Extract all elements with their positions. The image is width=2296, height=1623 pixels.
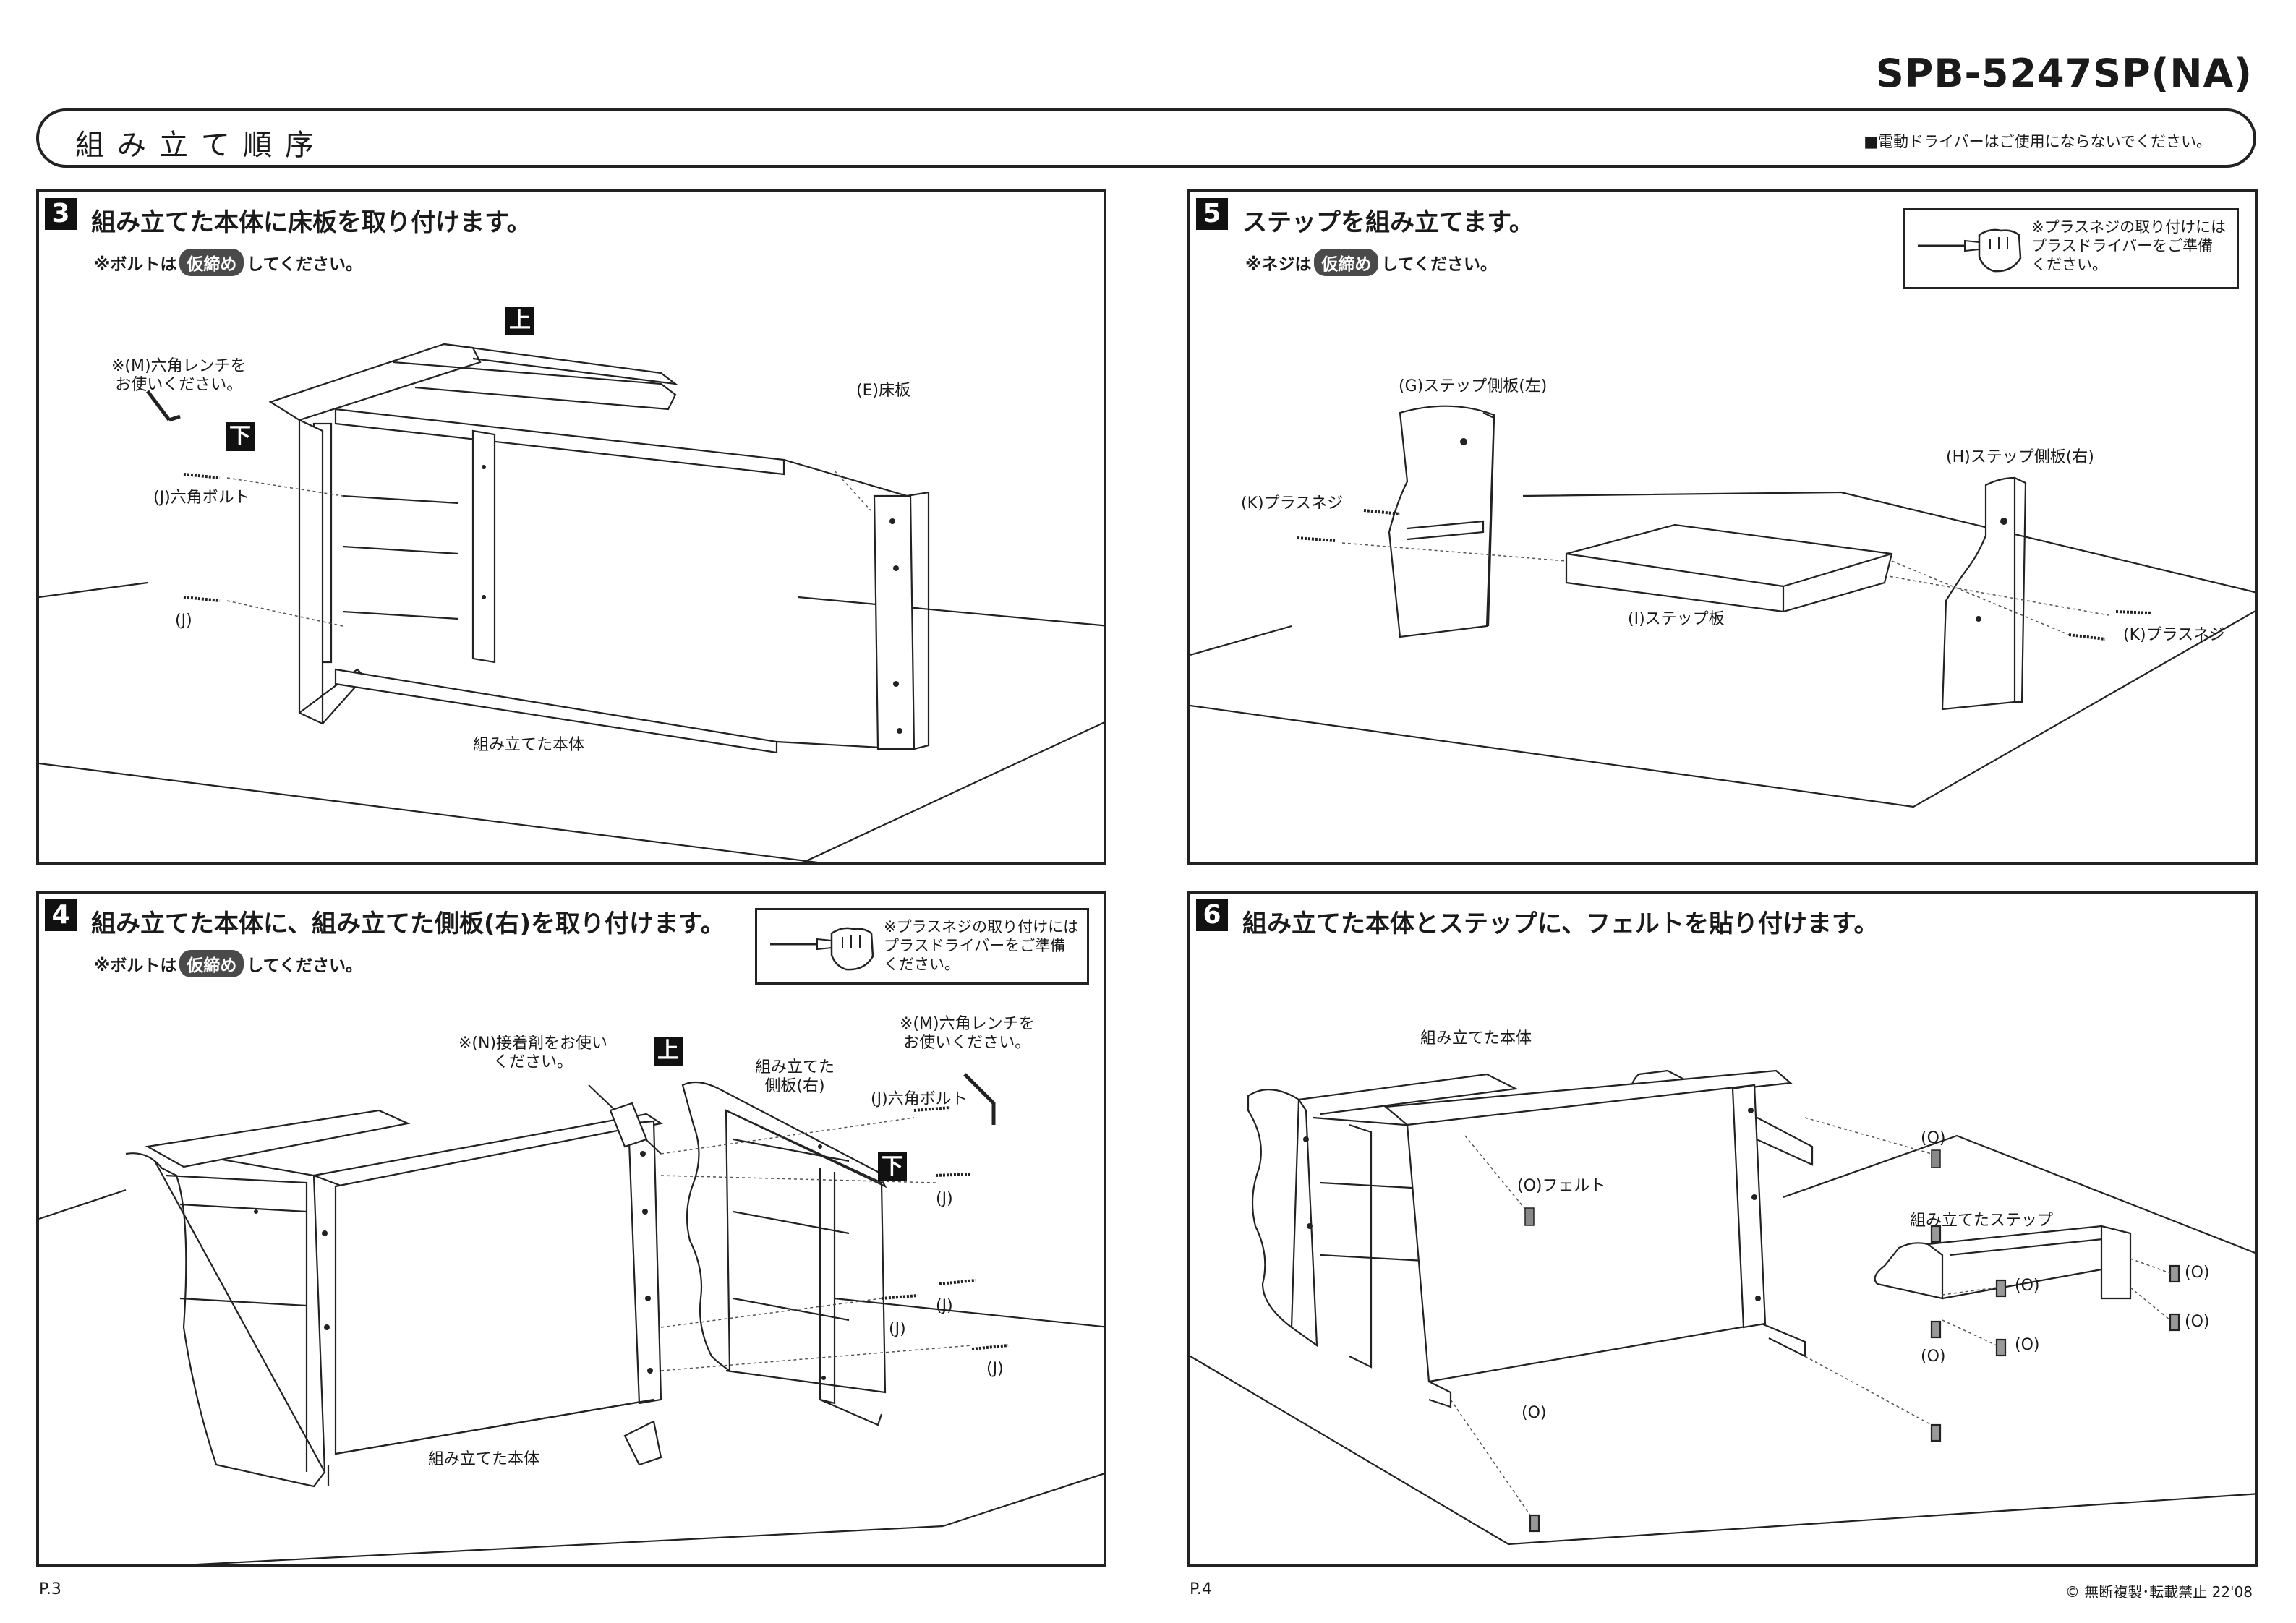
felt-label-2: (O) <box>2015 1277 2040 1295</box>
step-5-panel: 5 ステップを組み立てます。 ※ネジは仮締めしてください。 ※プラスネジの取り付… <box>1187 189 2258 865</box>
felt-label-7: (O) <box>1522 1404 1547 1422</box>
temporary-tighten-badge: 仮締め <box>179 950 244 977</box>
model-number: SPB-5247SP(NA) <box>1875 51 2253 96</box>
bolt-j-label-1: (J) <box>936 1190 953 1208</box>
wrench-note: ※(M)六角レンチを お使いください。 <box>900 1015 1035 1052</box>
top-marker: 上 <box>505 307 534 335</box>
screwdriver-tip-box: ※プラスネジの取り付けには プラスドライバーをご準備 ください。 <box>755 908 1089 985</box>
felt-label: (O)フェルト <box>1517 1177 1606 1195</box>
step-6-illustration <box>1190 1069 2255 1546</box>
step-5-illustration <box>1190 405 2255 808</box>
step-3-title: 組み立てた本体に床板を取り付けます。 <box>91 208 532 237</box>
screwdriver-tip-box: ※プラスネジの取り付けには プラスドライバーをご準備 ください。 <box>1903 208 2239 289</box>
page-number-left: P.3 <box>39 1580 61 1598</box>
assembled-body-label: 組み立てた本体 <box>1420 1029 1532 1048</box>
felt-label-3: (O) <box>2015 1336 2040 1354</box>
top-marker: 上 <box>654 1037 683 1066</box>
bolt-j-label: (J) <box>175 612 192 630</box>
step-5-title: ステップを組み立てます。 <box>1242 208 1534 237</box>
phillips-screw-right-label: (K)プラスネジ <box>2123 626 2226 644</box>
wrench-note: ※(M)六角レンチを お使いください。 <box>111 357 247 394</box>
note-suffix: してください。 <box>247 255 362 274</box>
header-bar: 組み立て順序 ■電動ドライバーはご使用にならないでください。 <box>36 108 2256 168</box>
note-prefix: ※ボルトは <box>94 956 177 975</box>
step-3-note: ※ボルトは仮締めしてください。 <box>94 249 362 276</box>
step-3-illustration <box>39 343 1104 862</box>
hex-bolt-label: (J)六角ボルト <box>153 489 250 507</box>
step-6-title: 組み立てた本体とステップに、フェルトを貼り付けます。 <box>1242 909 1879 938</box>
hex-bolt-label: (J)六角ボルト <box>871 1090 968 1108</box>
step-side-right-label: (H)ステップ側板(右) <box>1946 448 2094 466</box>
screwdriver-tip-text: ※プラスネジの取り付けには プラスドライバーをご準備 ください。 <box>2031 218 2227 273</box>
felt-label-4: (O) <box>2185 1264 2210 1282</box>
screwdriver-tip-text: ※プラスネジの取り付けには プラスドライバーをご準備 ください。 <box>884 918 1079 973</box>
note-prefix: ※ボルトは <box>94 255 177 274</box>
step-6-number: 6 <box>1196 899 1228 931</box>
felt-label-5: (O) <box>2185 1313 2210 1331</box>
step-4-title: 組み立てた本体に、組み立てた側板(右)を取り付けます。 <box>91 909 725 938</box>
step-3-panel: 3 組み立てた本体に床板を取り付けます。 ※ボルトは仮締めしてください。 ※(M… <box>36 189 1106 865</box>
step-4-illustration <box>39 1073 1104 1564</box>
step-3-number: 3 <box>45 198 77 230</box>
note-suffix: してください。 <box>247 956 362 975</box>
step-4-note: ※ボルトは仮締めしてください。 <box>94 950 362 977</box>
assembled-step-label: 組み立てたステップ <box>1910 1212 2054 1230</box>
phillips-screw-left-label: (K)プラスネジ <box>1241 494 1344 513</box>
felt-label-1: (O) <box>1921 1129 1946 1147</box>
temporary-tighten-badge: 仮締め <box>1314 249 1379 276</box>
bolt-j-label-4: (J) <box>986 1360 1004 1378</box>
step-board-label: (I)ステップ板 <box>1628 610 1725 628</box>
step-4-number: 4 <box>45 899 77 931</box>
page-number-right: P.4 <box>1190 1580 1212 1598</box>
assembled-body-label: 組み立てた本体 <box>428 1450 540 1468</box>
section-title: 組み立て順序 <box>75 129 327 162</box>
step-6-panel: 6 組み立てた本体とステップに、フェルトを貼り付けます。 組み立てた本体 (O)… <box>1187 891 2258 1567</box>
assembled-side-right-label: 組み立てた 側板(右) <box>755 1058 835 1095</box>
screwdriver-icon <box>1918 228 2022 273</box>
felt-label-6: (O) <box>1921 1348 1946 1366</box>
screwdriver-icon <box>770 927 874 971</box>
note-prefix: ※ネジは <box>1245 255 1312 274</box>
step-5-number: 5 <box>1196 198 1228 230</box>
bolt-j-label-2: (J) <box>936 1297 953 1315</box>
assembled-body-label: 組み立てた本体 <box>473 736 585 754</box>
step-side-left-label: (G)ステップ側板(左) <box>1399 377 1548 395</box>
copyright-notice: © 無断複製･転載禁止 22'08 <box>2065 1583 2253 1601</box>
note-suffix: してください。 <box>1381 255 1497 274</box>
temporary-tighten-badge: 仮締め <box>179 249 244 276</box>
step-4-panel: 4 組み立てた本体に、組み立てた側板(右)を取り付けます。 ※ボルトは仮締めして… <box>36 891 1106 1567</box>
bottom-marker: 下 <box>878 1152 907 1181</box>
bolt-j-label-3: (J) <box>889 1320 906 1338</box>
glue-note: ※(N)接着剤をお使い ください。 <box>458 1035 608 1071</box>
power-driver-warning: ■電動ドライバーはご使用にならないでください。 <box>1864 133 2211 150</box>
floor-board-label: (E)床板 <box>856 382 911 400</box>
step-5-note: ※ネジは仮締めしてください。 <box>1245 249 1497 276</box>
bottom-marker: 下 <box>226 422 255 451</box>
